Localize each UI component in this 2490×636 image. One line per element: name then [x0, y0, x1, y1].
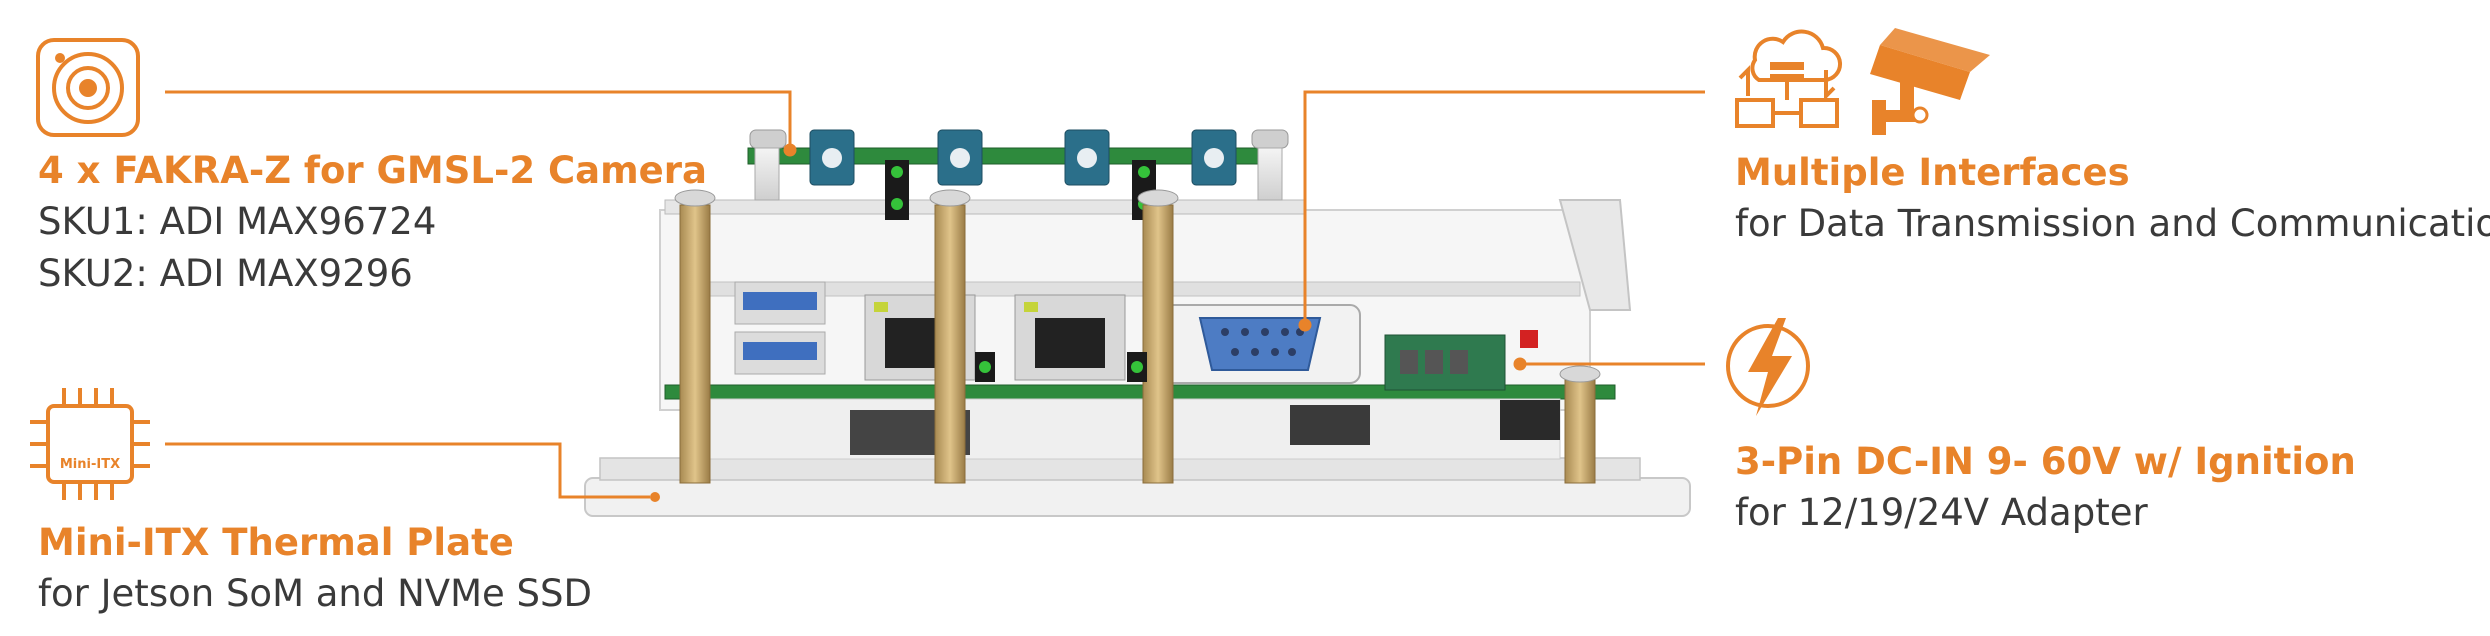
interfaces-callout-title: Multiple Interfaces [1735, 151, 2130, 194]
power-callout-title: 3-Pin DC-IN 9- 60V w/ Ignition [1735, 440, 2356, 483]
standoffs [674, 189, 1601, 484]
network-icon [1735, 29, 1842, 128]
interfaces-callout-desc: for Data Transmission and Communication [1735, 202, 2490, 245]
camera-icon [36, 38, 140, 137]
usb-ports [734, 281, 826, 375]
chip-icon: Mini-ITX [30, 388, 150, 500]
callout-thermal-plate: Mini-ITX Thermal Plate for Jetson SoM an… [38, 518, 592, 620]
callout-interfaces: Multiple Interfaces for Data Transmissio… [1735, 148, 2490, 250]
cctv-camera-icon [1870, 28, 1990, 135]
thermal-callout-desc: for Jetson SoM and NVMe SSD [38, 572, 593, 615]
camera-callout-title: 4 x FAKRA-Z for GMSL-2 Camera [38, 149, 707, 192]
thermal-plate [584, 457, 1691, 517]
camera-callout-sku1: SKU1: ADI MAX96724 [38, 200, 437, 243]
camera-board [664, 129, 1306, 220]
leader-lines [165, 90, 1705, 499]
dc-in-terminal [1384, 330, 1538, 391]
camera-callout-sku2: SKU2: ADI MAX9296 [38, 252, 413, 295]
lightning-icon [1726, 318, 1810, 416]
chip-icon-label: Mini-ITX [60, 457, 120, 472]
main-pcb [664, 384, 1616, 460]
db9-serial-port [1159, 304, 1361, 384]
callout-power: 3-Pin DC-IN 9- 60V w/ Ignition for 12/19… [1735, 437, 2356, 539]
ethernet-ports [864, 294, 1126, 381]
power-callout-desc: for 12/19/24V Adapter [1735, 491, 2148, 534]
callout-camera: 4 x FAKRA-Z for GMSL-2 Camera SKU1: ADI … [38, 146, 707, 300]
status-leds [975, 352, 1147, 382]
thermal-callout-title: Mini-ITX Thermal Plate [38, 521, 514, 564]
